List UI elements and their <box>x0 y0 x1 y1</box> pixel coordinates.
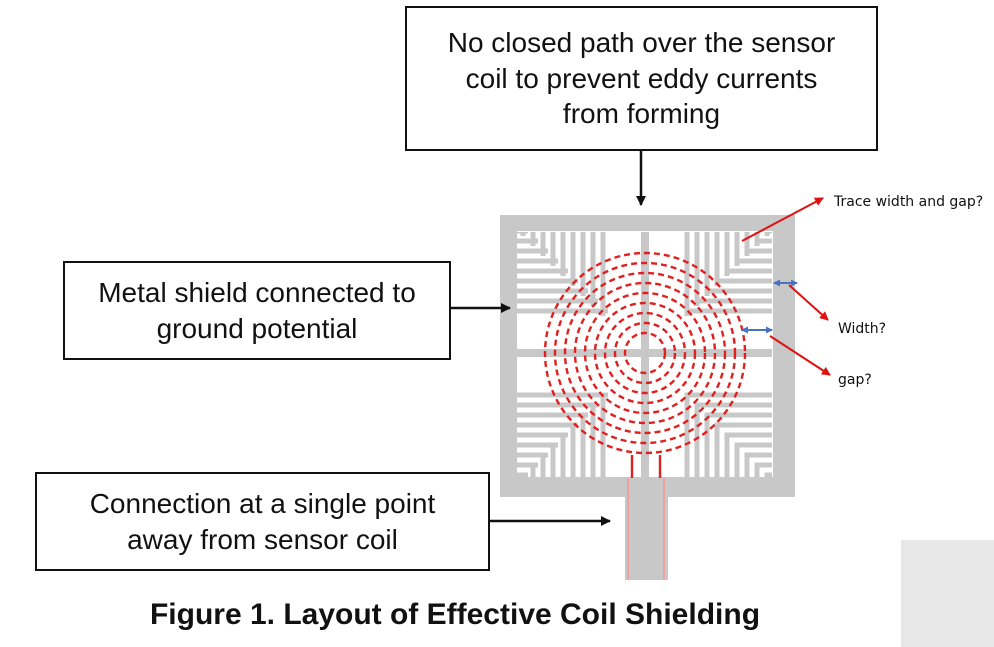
left-callout-line-1: Metal shield connected to <box>98 276 416 308</box>
figure-caption: Figure 1. Layout of Effective Coil Shiel… <box>149 598 761 631</box>
bottom-callout-line-1: Connection at a single point <box>89 487 436 519</box>
bottom-callout-line-2: away from sensor coil <box>127 523 398 555</box>
gap-note: gap? <box>838 372 872 388</box>
width-note: Width? <box>838 321 887 337</box>
sensor-coil <box>543 251 747 580</box>
gap-annotation-arrow <box>769 335 831 376</box>
top-callout-line-3: from forming <box>562 98 721 130</box>
gray-panel <box>901 540 994 647</box>
bottom-callout-box: Connection at a single point away from s… <box>35 472 490 571</box>
trace-annotation-arrow <box>741 197 824 242</box>
top-callout-line-1: No closed path over the sensor <box>447 26 836 58</box>
metal-shield <box>500 215 795 580</box>
left-callout-line-2: ground potential <box>156 312 358 344</box>
top-callout-line-2: coil to prevent eddy currents <box>465 62 818 94</box>
width-annotation-arrow <box>788 284 829 321</box>
left-callout-box: Metal shield connected to ground potenti… <box>63 261 451 360</box>
trace-width-gap-note: Trace width and gap? <box>834 194 984 210</box>
top-callout-box: No closed path over the sensor coil to p… <box>405 6 878 151</box>
